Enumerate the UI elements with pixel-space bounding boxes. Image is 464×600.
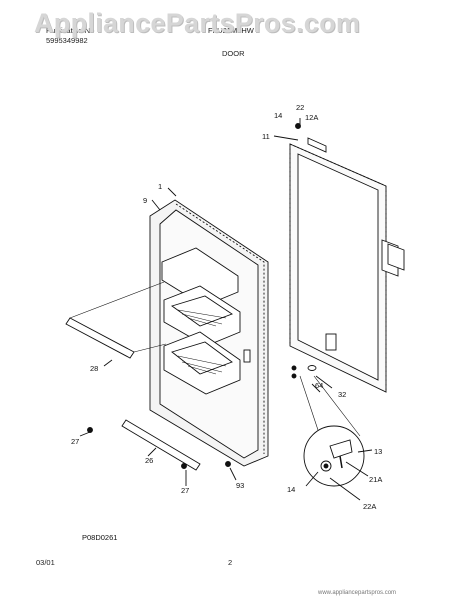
callout-1: 1: [158, 182, 163, 191]
callout-26: 26: [145, 456, 154, 465]
callout-12a: 12A: [305, 113, 319, 122]
callout-11: 11: [262, 132, 270, 141]
callout-13: 13: [374, 447, 383, 456]
callout-27-bottom: 27: [181, 486, 190, 495]
callout-21a: 21A: [369, 475, 383, 484]
callout-22a: 22A: [363, 502, 377, 511]
footer-date: 03/01: [36, 558, 55, 567]
watermark-logo: AppliancePartsPros.com: [34, 8, 361, 38]
callout-64: 64: [315, 381, 324, 390]
callout-14-top: 14: [274, 111, 283, 120]
publication-label: Publication No: [46, 26, 95, 35]
callout-9: 9: [143, 196, 148, 205]
callout-32: 32: [338, 390, 347, 399]
callout-93: 93: [236, 481, 245, 490]
footer-page-number: 2: [228, 558, 233, 567]
callout-27-left: 27: [71, 437, 80, 446]
callout-14-bottom: 14: [287, 485, 296, 494]
publication-number: 5995349982: [46, 36, 88, 45]
bottom-watermark: www.appliancepartspros.com: [318, 590, 397, 596]
model-number: FFU21M2HW: [208, 26, 254, 35]
callout-22-top: 22: [296, 103, 305, 112]
diagram-code: P08D0261: [82, 533, 118, 542]
callout-28: 28: [90, 364, 99, 373]
section-title: DOOR: [222, 49, 245, 58]
